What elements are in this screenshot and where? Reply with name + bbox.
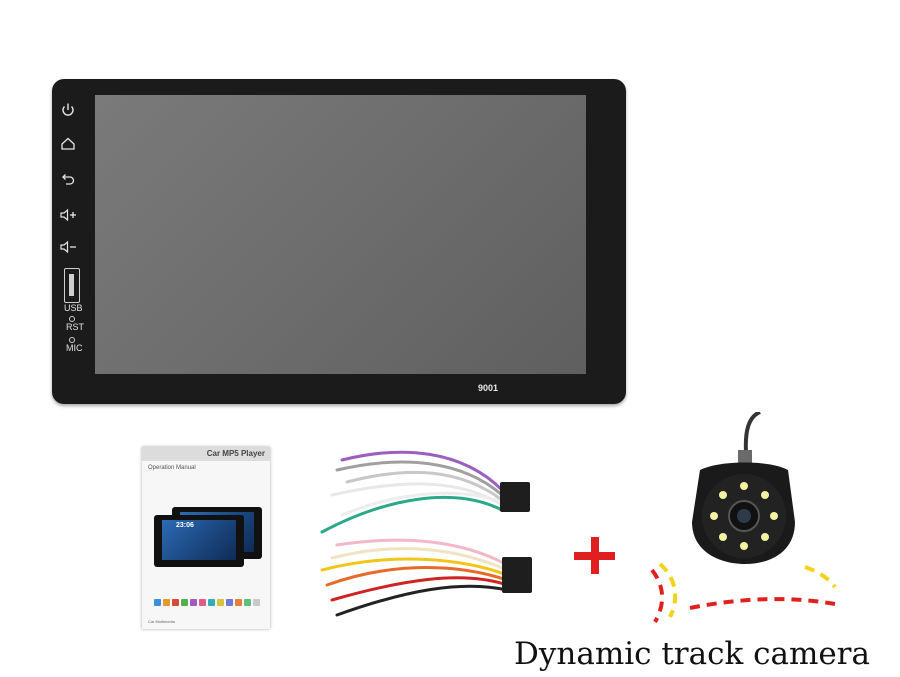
usb-label: USB xyxy=(64,303,83,313)
back-icon[interactable] xyxy=(58,169,78,189)
wiring-harness xyxy=(320,450,532,617)
reset-hole[interactable] xyxy=(69,316,75,322)
app-icon xyxy=(181,599,188,606)
app-icon xyxy=(244,599,251,606)
volume-up-icon[interactable] xyxy=(58,205,78,225)
mic-hole xyxy=(69,337,75,343)
manual-title: Car MP5 Player xyxy=(206,449,265,458)
touch-screen[interactable] xyxy=(95,95,586,374)
manual-header-bar xyxy=(142,447,270,461)
volume-down-icon[interactable] xyxy=(58,237,78,257)
operation-manual: Car MP5 Player Operation Manual 23:06 Ca… xyxy=(142,447,270,629)
app-icon xyxy=(235,599,242,606)
app-icon xyxy=(217,599,224,606)
usb-port[interactable] xyxy=(64,268,80,303)
app-icon xyxy=(199,599,206,606)
app-icon xyxy=(226,599,233,606)
manual-player-image-front xyxy=(154,515,244,567)
app-icon xyxy=(190,599,197,606)
caption: Dynamic track camera xyxy=(514,636,870,672)
app-icon xyxy=(154,599,161,606)
plus-icon xyxy=(574,537,615,574)
connector-bottom xyxy=(502,557,532,593)
app-icon xyxy=(172,599,179,606)
rst-label: RST xyxy=(66,322,84,332)
mic-label: MIC xyxy=(66,343,83,353)
manual-clock: 23:06 xyxy=(176,522,194,529)
connector-top xyxy=(500,482,530,512)
manual-subtitle: Operation Manual xyxy=(148,465,196,471)
app-icon xyxy=(163,599,170,606)
manual-footer: Car Multimedia xyxy=(148,619,175,624)
home-icon[interactable] xyxy=(58,134,78,154)
power-icon[interactable] xyxy=(58,100,78,120)
rear-camera xyxy=(650,412,837,623)
app-icon xyxy=(253,599,260,606)
model-number: 9001 xyxy=(478,383,499,393)
app-icon xyxy=(208,599,215,606)
